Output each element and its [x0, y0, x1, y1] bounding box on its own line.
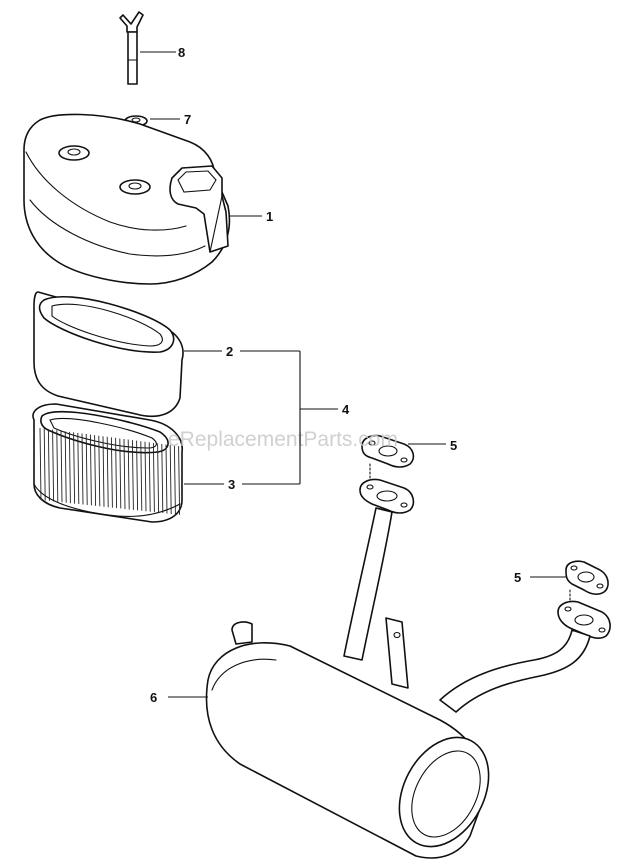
- part-3-air-filter-element: [32, 403, 183, 523]
- part-5-gasket-upper: [361, 434, 415, 468]
- part-8-wing-bolt: [119, 11, 144, 85]
- part-5-gasket-lower: [565, 560, 609, 595]
- callout-5-lower: 5: [514, 570, 521, 585]
- watermark-text: eReplacementParts.com: [168, 428, 398, 451]
- part-1-air-cleaner-cover: [23, 113, 231, 285]
- part-2-pre-cleaner: [33, 291, 184, 418]
- callout-6: 6: [150, 690, 157, 705]
- callout-1: 1: [266, 209, 273, 224]
- callout-3: 3: [228, 477, 235, 492]
- exhaust-pipes: [343, 478, 611, 713]
- callout-labels: 8 7 1 2 4 3 5 5 6: [150, 45, 521, 705]
- callout-2: 2: [226, 344, 233, 359]
- part-6-muffler: [205, 621, 490, 859]
- callout-7: 7: [184, 112, 191, 127]
- filter-pleats: [39, 427, 181, 515]
- callout-5-upper: 5: [450, 438, 457, 453]
- callout-4: 4: [342, 402, 350, 417]
- callout-8: 8: [178, 45, 185, 60]
- leader-lines: [140, 51, 566, 698]
